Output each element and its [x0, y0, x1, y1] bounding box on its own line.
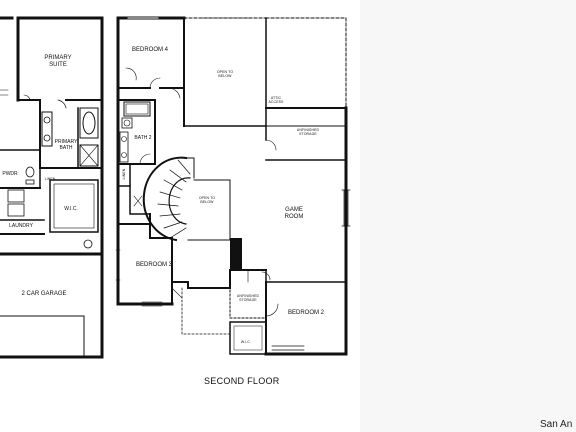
room-label-bedroom-3: BEDROOM 3: [135, 262, 172, 268]
room-label-open-to-below-top: OPEN TO BELOW: [216, 70, 234, 79]
first-floor-plan: [0, 16, 104, 359]
room-label-unfinished-storage-mid: UNFINISHED STORAGE: [236, 294, 260, 303]
room-label-attic-access: ATTIC ACCESS: [268, 96, 284, 105]
room-label-pwdr: PWDR: [2, 171, 18, 177]
floor-caption: SECOND FLOOR: [204, 376, 280, 386]
second-floor-plan: [115, 16, 351, 356]
room-label-garage: 2 CAR GARAGE: [21, 291, 67, 297]
room-label-primary-suite: PRIMARY SUITE: [44, 55, 72, 68]
room-label-bath-2: BATH 2: [134, 135, 152, 141]
spiral-stair-outer: [142, 156, 188, 242]
room-label-first-floor-wic: W.I.C.: [64, 206, 78, 212]
room-label-open-to-below-stair: OPEN TO BELOW: [198, 196, 216, 205]
room-label-first-floor-linen: LINEN: [44, 177, 56, 181]
room-label-game-room: GAME ROOM: [284, 207, 304, 220]
watermark-text: San An: [540, 419, 573, 430]
room-label-second-floor-wic: W.I.C.: [240, 340, 252, 344]
room-label-second-floor-linen: LINEN: [121, 168, 126, 180]
room-label-unfinished-storage-top: UNFINISHED STORAGE: [296, 128, 320, 137]
room-label-primary-bath: PRIMARY BATH: [54, 139, 78, 151]
image-background-margin: [360, 0, 576, 432]
room-label-bedroom-2: BEDROOM 2: [287, 310, 324, 316]
room-label-bedroom-4: BEDROOM 4: [131, 47, 168, 53]
plan-paper: [0, 0, 360, 432]
room-label-laundry: LAUNDRY: [9, 223, 33, 229]
first-floor-outer-wall: [16, 16, 104, 359]
